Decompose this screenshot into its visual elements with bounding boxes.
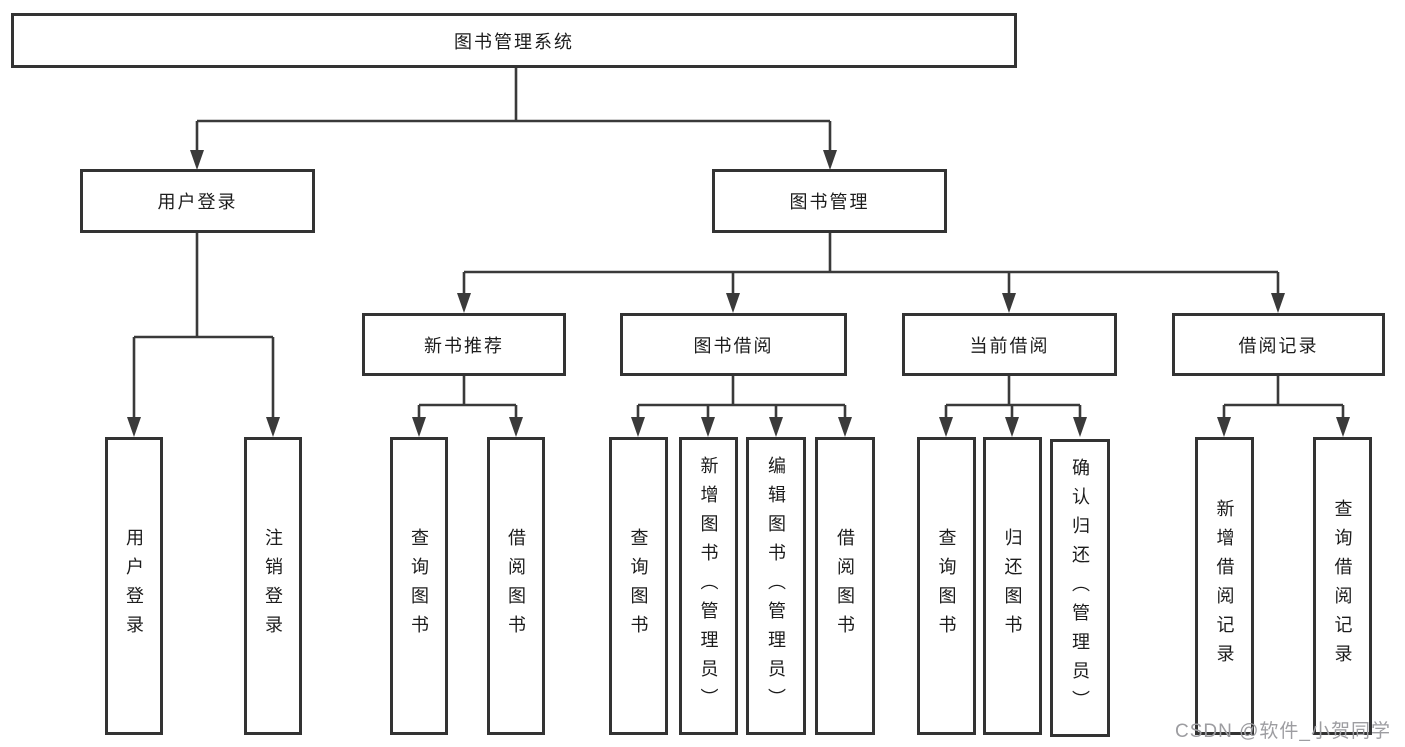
leaf-query-books-current: 查询图书: [917, 437, 976, 735]
leaf-confirm-return-admin: 确认归还（管理员）: [1050, 439, 1110, 737]
leaf-edit-book-admin-label: 编辑图书（管理员）: [766, 455, 786, 717]
node-borrow-records-label: 借阅记录: [1238, 335, 1319, 356]
node-user-login: 用户登录: [80, 169, 315, 233]
leaf-add-borrow-record-label: 新增借阅记录: [1214, 499, 1235, 673]
leaf-return-books-label: 归还图书: [1002, 528, 1023, 644]
node-current-borrow-label: 当前借阅: [969, 335, 1050, 356]
leaf-query-books-borrow-label: 查询图书: [628, 528, 649, 644]
arrowheads: [127, 150, 1350, 437]
leaf-add-book-admin-label: 新增图书（管理员）: [698, 455, 719, 717]
node-book-borrow-label: 图书借阅: [693, 335, 774, 356]
leaf-return-books: 归还图书: [983, 437, 1042, 735]
leaf-user-login-label: 用户登录: [124, 528, 144, 644]
leaf-confirm-return-admin-label: 确认归还（管理员）: [1070, 457, 1090, 719]
node-user-login-label: 用户登录: [157, 192, 238, 212]
leaf-add-borrow-record: 新增借阅记录: [1195, 437, 1254, 735]
leaf-logout-label: 注销登录: [263, 528, 283, 644]
leaf-query-books-recommend-label: 查询图书: [409, 528, 429, 644]
node-book-borrow: 图书借阅: [620, 313, 847, 376]
leaf-edit-book-admin: 编辑图书（管理员）: [746, 437, 806, 735]
leaf-query-books-recommend: 查询图书: [390, 437, 448, 735]
node-current-borrow: 当前借阅: [902, 313, 1117, 376]
leaf-borrow-books-recommend-label: 借阅图书: [506, 528, 526, 644]
watermark: CSDN @软件_小贺同学: [1175, 721, 1391, 742]
leaf-query-books-borrow: 查询图书: [609, 437, 668, 735]
leaf-query-borrow-record-label: 查询借阅记录: [1332, 499, 1353, 673]
leaf-borrow-books: 借阅图书: [815, 437, 875, 735]
node-new-book-recommend-label: 新书推荐: [424, 335, 504, 356]
node-library-system-label: 图书管理系统: [454, 31, 574, 52]
leaf-query-borrow-record: 查询借阅记录: [1313, 437, 1372, 735]
node-book-management-label: 图书管理: [789, 192, 870, 212]
connector-new-book-recommend: [417, 375, 518, 419]
leaf-query-books-current-label: 查询图书: [936, 528, 957, 644]
connector-current-borrow: [944, 375, 1082, 419]
leaf-user-login: 用户登录: [105, 437, 163, 735]
connector-user-login: [132, 233, 275, 419]
node-book-management: 图书管理: [712, 169, 947, 233]
node-library-system: 图书管理系统: [11, 13, 1017, 68]
connector-borrow-records: [1222, 375, 1345, 419]
leaf-add-book-admin: 新增图书（管理员）: [679, 437, 738, 735]
connector-root: [195, 68, 832, 152]
leaf-borrow-books-label: 借阅图书: [835, 528, 855, 644]
connector-book-borrow: [636, 375, 847, 419]
connector-book-management: [462, 233, 1280, 296]
leaf-logout: 注销登录: [244, 437, 302, 735]
node-new-book-recommend: 新书推荐: [362, 313, 566, 376]
node-borrow-records: 借阅记录: [1172, 313, 1385, 376]
leaf-borrow-books-recommend: 借阅图书: [487, 437, 545, 735]
